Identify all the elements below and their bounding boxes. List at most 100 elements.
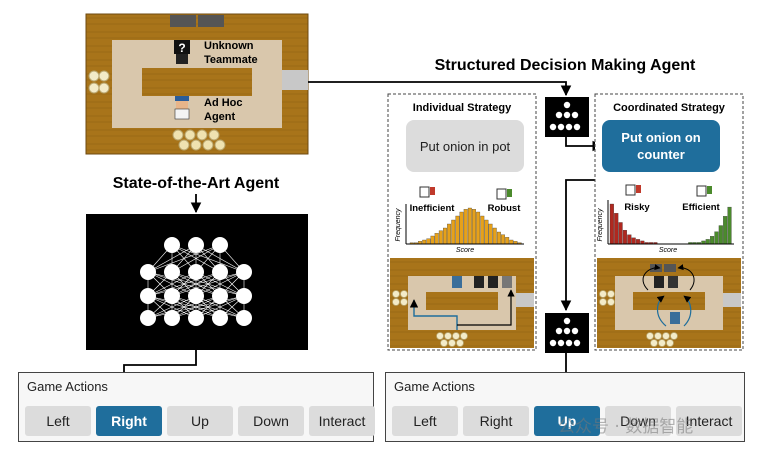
nn-node (140, 310, 156, 326)
nn-node (164, 310, 180, 326)
action-button-right[interactable]: Right (463, 406, 529, 436)
histogram-bar (443, 227, 447, 245)
nn-edge (147, 244, 197, 273)
nn-node (236, 288, 252, 304)
nn-edge (195, 271, 245, 297)
histogram-bar (467, 207, 472, 245)
histogram-bar (723, 216, 728, 245)
nn-node (164, 288, 180, 304)
action-button-left[interactable]: Left (25, 406, 91, 436)
nn-node (164, 264, 180, 280)
game-actions-title: Game Actions (394, 379, 475, 394)
coordinated-mini-game (597, 258, 741, 348)
histogram-bar (501, 234, 505, 245)
nn-node (212, 288, 228, 304)
action-button-up[interactable]: Up (167, 406, 233, 436)
histogram-bar (430, 235, 435, 245)
x-axis-label: Score (659, 247, 677, 254)
nn-edge (147, 295, 197, 319)
agent-icon-bottom (545, 313, 589, 353)
histogram-bar (505, 237, 510, 245)
agent-icon-top (545, 97, 589, 137)
coordinated-action-line1: Put onion on (621, 130, 700, 145)
nn-node (212, 264, 228, 280)
nn-edge (171, 244, 221, 273)
nn-node (140, 288, 156, 304)
y-axis-label: Frequency (395, 208, 402, 242)
coordinated-strategy-panel: Coordinated Strategy Put onion on counte… (594, 93, 744, 351)
unknown-teammate-label: Teammate (204, 54, 258, 66)
action-button-interact[interactable]: Interact (309, 406, 375, 436)
individual-mini-game (390, 258, 534, 348)
robust-label: Robust (488, 203, 522, 214)
nn-edge (147, 271, 245, 297)
thumbs-down-icon (625, 184, 641, 196)
histogram-bar (476, 211, 481, 245)
game-actions-title: Game Actions (27, 379, 108, 394)
adhoc-agent-icon (174, 96, 190, 120)
histogram-bar (422, 239, 427, 245)
histogram-bar (472, 209, 476, 245)
histogram-bar (496, 231, 501, 245)
individual-title: Individual Strategy (413, 102, 512, 114)
thumbs-up-icon (696, 185, 712, 197)
nn-edge (147, 271, 197, 297)
adhoc-agent-label: Ad Hoc (204, 97, 243, 109)
thumbs-down-icon (419, 186, 435, 198)
individual-strategy-panel: Individual Strategy Put onion in pot Ine… (387, 93, 537, 351)
histogram-bar (484, 219, 489, 245)
action-button-down[interactable]: Down (238, 406, 304, 436)
nn-node (164, 237, 180, 253)
coordinated-title: Coordinated Strategy (613, 102, 726, 114)
arrow-scene-to-sdma (308, 81, 572, 97)
histogram-bar (459, 211, 464, 245)
action-button-left[interactable]: Left (392, 406, 458, 436)
histogram-bar (451, 219, 456, 245)
nn-edge (195, 295, 245, 319)
action-button-down[interactable]: Down (605, 406, 671, 436)
pot-icon (170, 15, 196, 27)
serving-counter (282, 70, 308, 90)
histogram-bar (622, 229, 627, 245)
nn-node (188, 264, 204, 280)
action-button-right[interactable]: Right (96, 406, 162, 436)
unknown-teammate-label: Unknown (204, 40, 254, 52)
arrow-coordinated-to-agent (560, 179, 602, 312)
histogram-bar (609, 203, 614, 245)
histogram-bar (438, 230, 443, 245)
nn-node (212, 310, 228, 326)
nn-edge (147, 295, 221, 319)
histogram-bar (614, 213, 619, 245)
nn-edge (147, 295, 245, 319)
nn-edge (171, 271, 245, 297)
unknown-teammate-icon: ? (174, 40, 190, 64)
inefficient-label: Inefficient (410, 203, 456, 214)
svg-text:?: ? (178, 41, 185, 55)
efficient-label: Efficient (682, 202, 720, 213)
x-axis-label: Score (456, 247, 474, 254)
histogram-bar (631, 237, 636, 245)
nn-edge (147, 271, 221, 297)
nn-node (140, 264, 156, 280)
thumbs-up-icon (496, 188, 512, 200)
histogram-bar (492, 227, 497, 245)
nn-node (236, 264, 252, 280)
nn-node (236, 310, 252, 326)
histogram-bar (618, 222, 623, 245)
histogram-bar (488, 223, 493, 245)
adhoc-agent-label: Agent (204, 111, 236, 123)
histogram-bar (710, 236, 715, 245)
histogram-bar (480, 215, 485, 245)
risky-label: Risky (624, 202, 650, 213)
sota-title: State-of-the-Art Agent (113, 175, 280, 192)
onion-dispenser-left (88, 70, 110, 94)
individual-action: Put onion in pot (420, 139, 511, 154)
action-button-up[interactable]: Up (534, 406, 600, 436)
nn-edge (147, 244, 221, 273)
histogram-bar (509, 239, 514, 245)
nn-node (188, 310, 204, 326)
action-button-interact[interactable]: Interact (676, 406, 742, 436)
